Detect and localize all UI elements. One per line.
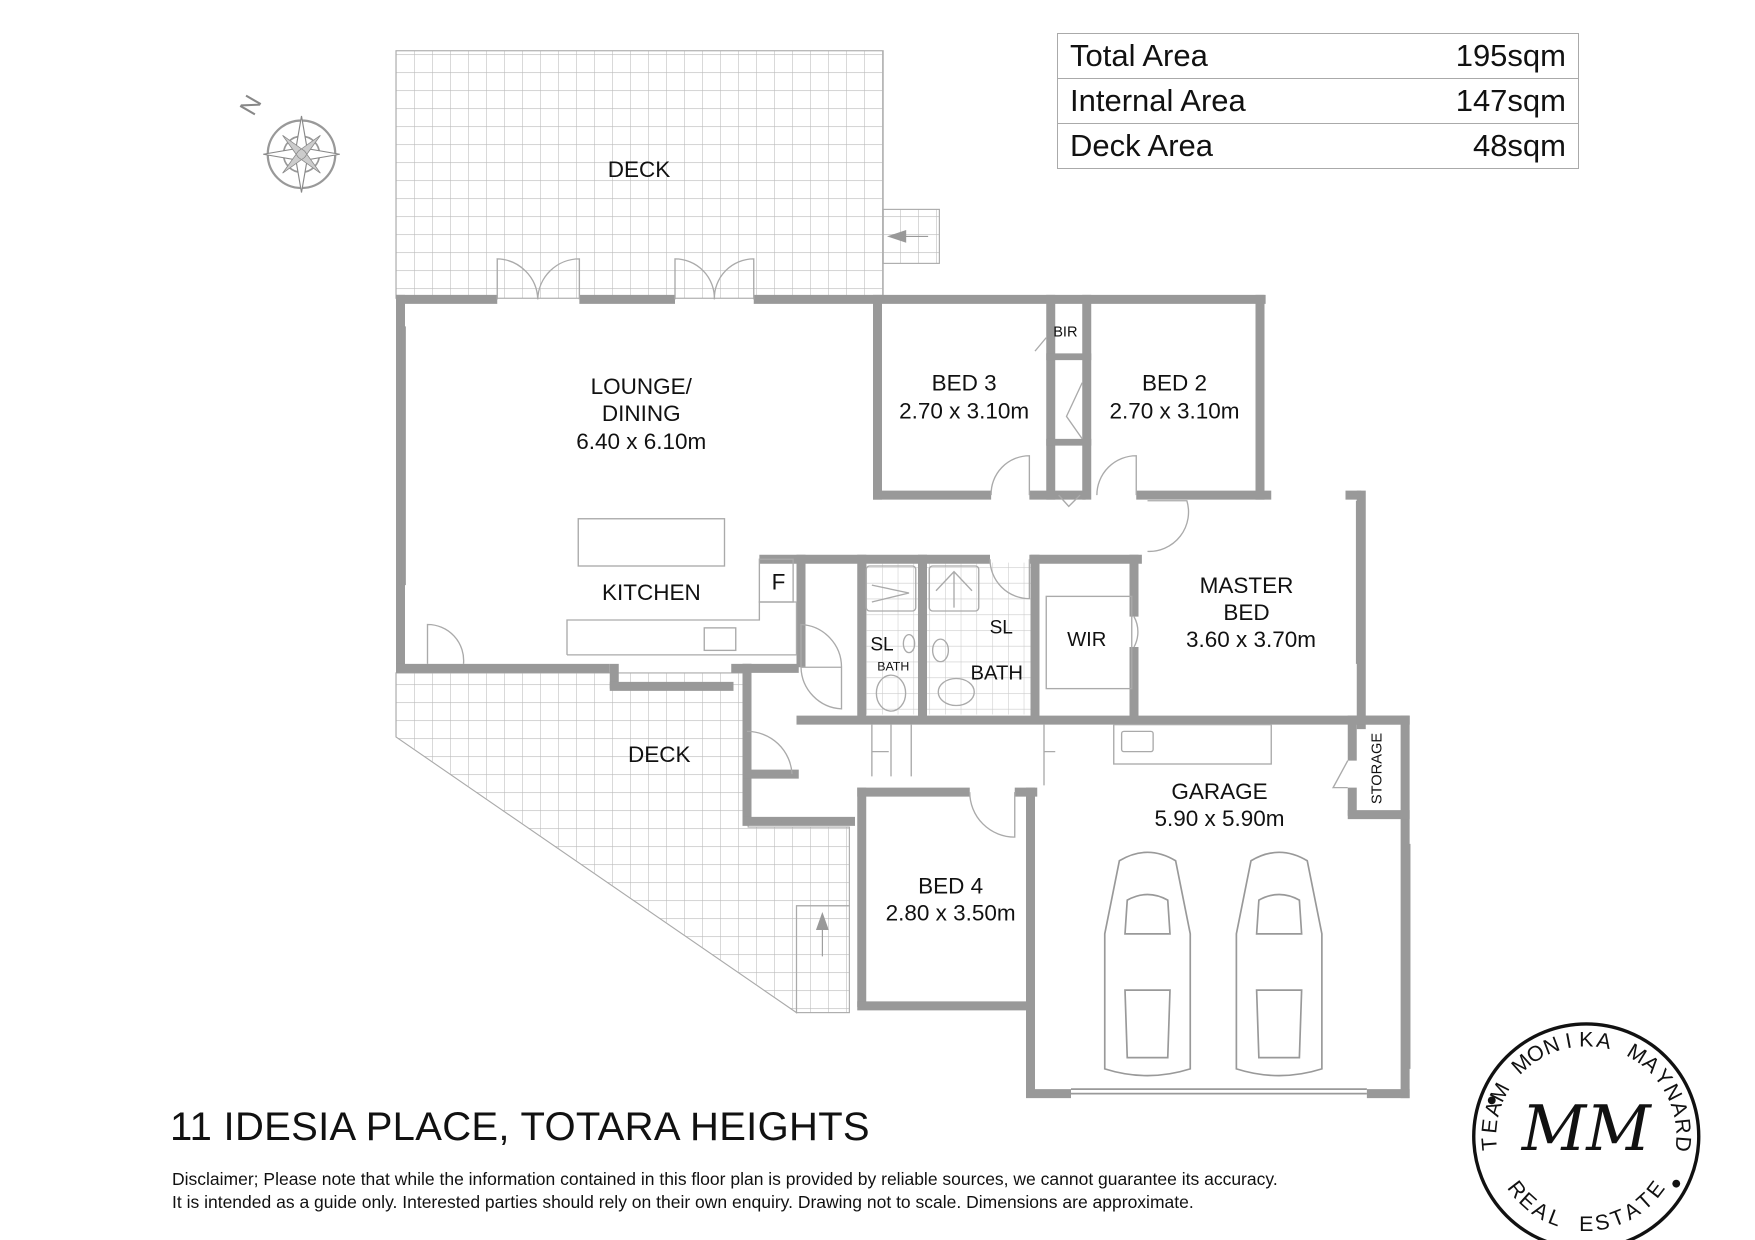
shower-icon <box>928 565 980 612</box>
windows <box>399 326 1411 1095</box>
fridge-space <box>758 558 794 603</box>
logo-bottom-letter: S <box>1593 1209 1611 1235</box>
deck-lower <box>395 672 850 1014</box>
logo-top-letter: K <box>1579 1027 1593 1051</box>
wir-label: WIR <box>1067 629 1106 651</box>
deck-lower-label: DECK <box>628 742 691 767</box>
disclaimer-line: It is intended as a guide only. Interest… <box>172 1192 1194 1212</box>
area-label: Internal Area <box>1057 78 1369 124</box>
arrow-icon <box>815 911 829 957</box>
bathroom-tiles <box>864 562 921 715</box>
logo-top-letter: T <box>1477 1137 1502 1152</box>
logo-top-letter: D <box>1670 1135 1695 1152</box>
bir-label: BIR <box>1053 325 1077 341</box>
area-label: Total Area <box>1070 38 1208 73</box>
car-icon <box>1235 851 1323 1077</box>
kitchen-bench <box>566 601 798 656</box>
deck-upper <box>395 50 884 299</box>
compass-north-label: N <box>235 91 267 120</box>
basin-icon <box>902 633 916 654</box>
area-value: 147sqm <box>1368 78 1579 124</box>
walls <box>396 294 1410 1099</box>
disclaimer: Disclaimer; Please note that while the i… <box>172 1168 1278 1214</box>
area-label: Deck Area <box>1057 123 1369 169</box>
arrow-icon <box>886 229 929 243</box>
shower-icon <box>865 565 917 612</box>
toilet-icon <box>937 677 975 707</box>
dining-label: DINING <box>602 401 681 426</box>
bed2-label: BED 2 <box>1142 371 1207 396</box>
tub-icon <box>1120 730 1154 753</box>
logo-monogram: MM <box>1521 1092 1653 1165</box>
master-dims: 3.60 x 3.70m <box>1186 627 1316 652</box>
area-value: 48sqm <box>1368 123 1579 169</box>
garage-label: GARAGE <box>1171 779 1267 804</box>
car-icon <box>1103 851 1192 1077</box>
doors <box>426 258 1349 838</box>
bathroom-tiles <box>924 562 1035 715</box>
bed3-dims: 2.70 x 3.10m <box>899 399 1029 424</box>
fridge-label: F <box>772 570 786 595</box>
sink-icon <box>703 627 737 652</box>
compass-rose-icon <box>263 115 340 193</box>
logo-top-letter: E <box>1477 1118 1502 1135</box>
kitchen-island <box>577 518 726 567</box>
bed3-label: BED 3 <box>932 371 997 396</box>
sl-label: SL <box>990 618 1013 639</box>
bed2-dims: 2.70 x 3.10m <box>1109 399 1239 424</box>
area-value: 195sqm <box>1455 38 1566 73</box>
master-bed-label: BED <box>1223 600 1269 625</box>
fixtures <box>566 518 1272 786</box>
bath-label: BATH <box>970 663 1023 685</box>
bed4-dims: 2.80 x 3.50m <box>886 900 1016 925</box>
lounge-label: LOUNGE/ <box>591 374 693 399</box>
bed4-label: BED 4 <box>918 873 983 898</box>
laundry-bench <box>1113 723 1272 765</box>
logo-bottom-letter: E <box>1579 1212 1593 1236</box>
master-label: MASTER <box>1200 573 1294 598</box>
ensuite-label: BATH <box>877 660 909 674</box>
sl-label: SL <box>870 634 893 655</box>
table-row: Total Area 195sqm <box>1058 34 1579 79</box>
property-address: 11 IDESIA PLACE, TOTARA HEIGHTS <box>170 1105 870 1149</box>
lounge-dims: 6.40 x 6.10m <box>576 429 706 454</box>
basin-icon <box>931 638 950 663</box>
garage-dims: 5.90 x 5.90m <box>1154 806 1284 831</box>
logo-top-letter: I <box>1563 1029 1573 1054</box>
disclaimer-line: Disclaimer; Please note that while the i… <box>172 1169 1278 1189</box>
toilet-icon <box>875 674 907 712</box>
logo-top-letter: A <box>1595 1028 1614 1054</box>
logo-dot <box>1487 1096 1496 1105</box>
logo-dot <box>1672 1179 1681 1188</box>
deck-upper-label: DECK <box>608 157 671 182</box>
kitchen-label: KITCHEN <box>602 580 701 605</box>
storage-label: STORAGE <box>1369 733 1385 804</box>
room-labels: DECK LOUNGE/ DINING 6.40 x 6.10m KITCHEN… <box>576 157 1385 926</box>
logo-top-letter: R <box>1670 1117 1695 1135</box>
